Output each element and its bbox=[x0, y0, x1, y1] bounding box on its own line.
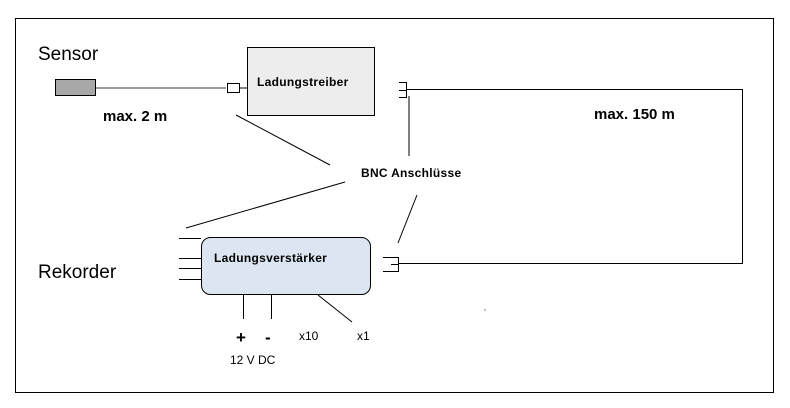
bnc-label: BNC Anschlüsse bbox=[361, 166, 461, 180]
rekorder-label: Rekorder bbox=[38, 262, 117, 283]
verstaerker-output-lines bbox=[243, 294, 353, 323]
max-2m-label: max. 2 m bbox=[103, 108, 167, 125]
max-150m-label: max. 150 m bbox=[594, 106, 675, 123]
x1-label: x1 bbox=[357, 329, 370, 343]
bnc-connector-verstaerker bbox=[383, 257, 399, 272]
dc-label: 12 V DC bbox=[230, 353, 276, 367]
ladungstreiber-label: Ladungstreiber bbox=[257, 75, 349, 89]
plus-label: + bbox=[236, 328, 246, 347]
ladungsverstaerker-label: Ladungsverstärker bbox=[214, 251, 327, 265]
diagram-frame bbox=[15, 18, 774, 393]
bnc-connector-treiber-input bbox=[227, 83, 247, 93]
long-cable bbox=[399, 89, 743, 264]
x10-label: x10 bbox=[299, 329, 319, 343]
sensor-label: Sensor bbox=[38, 44, 99, 65]
verstaerker-input-stubs bbox=[179, 238, 201, 280]
stray-dot bbox=[484, 309, 486, 311]
bnc-pointer-lines bbox=[185, 96, 418, 244]
ladungsverstaerker-box bbox=[201, 237, 371, 295]
minus-label: - bbox=[265, 328, 271, 347]
ladungstreiber-box bbox=[247, 47, 375, 116]
sensor-body bbox=[55, 79, 96, 96]
